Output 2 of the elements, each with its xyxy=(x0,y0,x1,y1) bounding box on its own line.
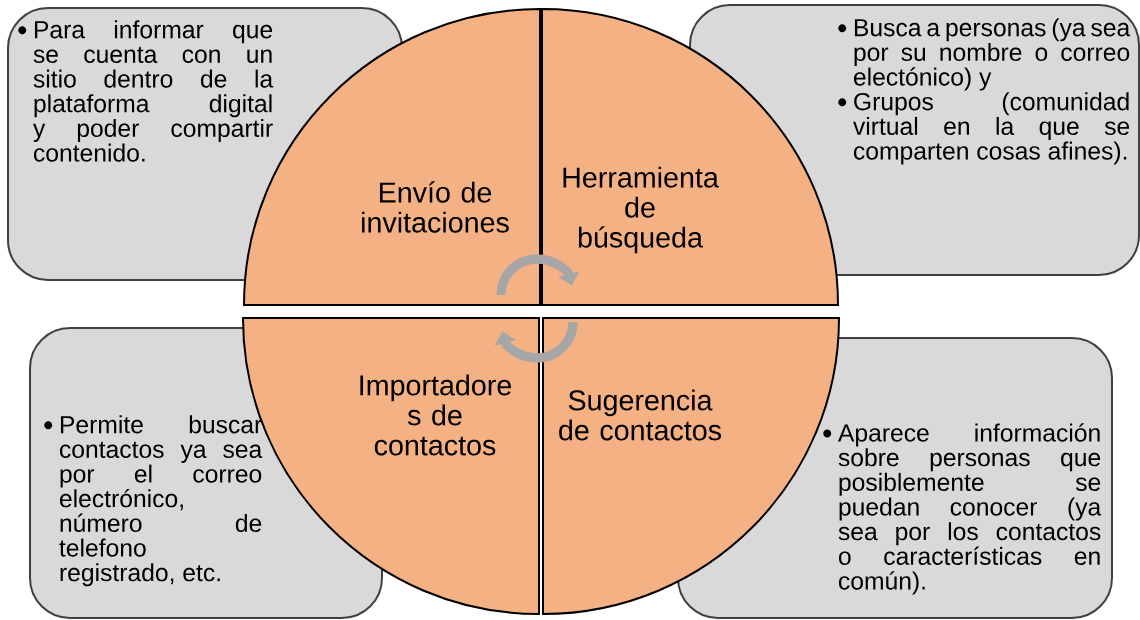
cycle-arrow xyxy=(496,254,580,296)
quarter-circle-segment: Herramienta de búsqueda xyxy=(541,8,839,306)
